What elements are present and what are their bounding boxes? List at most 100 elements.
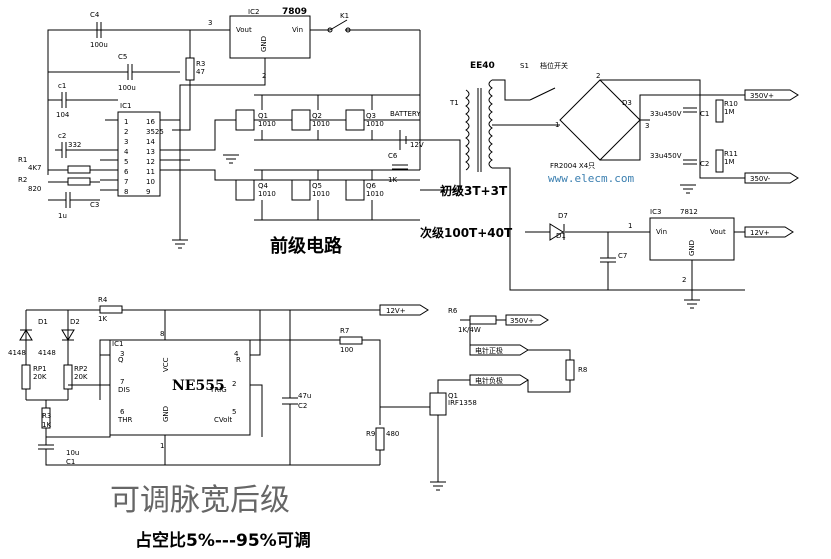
rp-wires <box>26 384 110 408</box>
ground-icon-3 <box>680 184 696 194</box>
ic2-vout: Vout <box>236 26 252 34</box>
d1-label: D1 <box>556 232 566 240</box>
r4-label: R4 <box>98 296 108 304</box>
ic1-pin12: 12 <box>146 158 155 166</box>
ic2-regulator <box>229 15 311 59</box>
d2s-diode <box>61 329 75 341</box>
s1-switch[interactable] <box>529 87 556 101</box>
rp1-potentiometer[interactable] <box>21 364 31 390</box>
ic1-pin10: 10 <box>146 178 155 186</box>
q1s-value: IRF1358 <box>448 399 477 407</box>
bridge-pin3: 3 <box>645 122 649 130</box>
r11-resistor <box>715 149 724 173</box>
k1-label: K1 <box>340 12 349 20</box>
q6-label: Q6 <box>366 182 377 190</box>
rp2-label: RP2 <box>74 365 88 373</box>
ne555-label: NE555 <box>172 378 225 394</box>
c1s-value: 10u <box>66 449 79 457</box>
ic2-label: IC2 <box>248 8 259 16</box>
ic2-pin3: 3 <box>208 19 212 27</box>
d1s-diode <box>19 329 33 341</box>
ic1-pin14: 14 <box>146 138 155 146</box>
battery-label: BATTERY <box>390 110 421 118</box>
r7-label: R7 <box>340 327 349 335</box>
r9-label: R9 <box>366 430 375 438</box>
t1-label: T1 <box>449 99 459 107</box>
r2-value: 820 <box>28 185 41 193</box>
ic1-pin3: 3 <box>124 138 128 146</box>
secondary-turns: 次级100T+40T <box>420 225 513 240</box>
ic3-wires <box>691 231 745 300</box>
ne555-pin3: 3 <box>120 350 124 358</box>
r7-wire <box>362 339 381 425</box>
ne555-q: Q <box>118 356 124 364</box>
r3s-value: 1K <box>42 421 51 429</box>
k1-contact-b <box>345 27 351 33</box>
k1-switch[interactable] <box>329 19 348 31</box>
rp2-potentiometer[interactable] <box>63 364 73 390</box>
bridge-pin1: 1 <box>555 121 559 129</box>
d2s-label: D2 <box>70 318 80 326</box>
c6-value: 1K <box>388 176 397 184</box>
r10-resistor <box>715 99 724 123</box>
r2-label: R2 <box>18 176 27 184</box>
s1-desc: 档位开关 <box>540 61 568 70</box>
ic1-pin1: 1 <box>124 118 128 126</box>
ne555-vcc: VCC <box>162 357 170 372</box>
s1-label: S1 <box>520 62 529 70</box>
r1-value: 4K7 <box>28 164 42 172</box>
d1s-value: 4148 <box>8 349 26 357</box>
title-front-stage: 前级电路 <box>270 235 343 257</box>
q3-part: 1010 <box>366 120 384 128</box>
pin-negative-label: 电针负极 <box>475 376 503 385</box>
q5-label: Q5 <box>312 182 322 190</box>
ground-icon-5 <box>430 481 446 491</box>
ic1-pin5: 5 <box>124 158 128 166</box>
top-rail <box>47 29 230 175</box>
q2-label: Q2 <box>312 112 322 120</box>
q1s-label: Q1 <box>448 392 458 400</box>
ne555-pin6: 6 <box>120 408 125 416</box>
mosfet-bank-bottom <box>235 169 420 221</box>
ic1-pin4: 4 <box>124 148 129 156</box>
q3-label: Q3 <box>366 112 376 120</box>
c2s-label: C2 <box>298 402 307 410</box>
bridge-wires <box>600 79 745 179</box>
d3-label: D3 <box>622 99 632 107</box>
r9-wires <box>379 406 430 465</box>
ne555-pin8: 8 <box>160 330 164 338</box>
r1-r2-wires <box>48 169 100 183</box>
ic2-gnd: GND <box>260 36 268 52</box>
secondary-bottom-wire <box>492 167 745 291</box>
bridge-rectifier <box>559 79 641 161</box>
c1b-value: 33u450V <box>650 110 682 118</box>
c3-label: C3 <box>90 201 99 209</box>
r6-resistor <box>469 315 497 325</box>
c4-value: 100u <box>90 41 108 49</box>
r6-value: 1K/4W <box>458 326 481 334</box>
c2-value: 332 <box>68 141 81 149</box>
r3-value: 47 <box>196 68 205 76</box>
ic3-vin: Vin <box>656 228 667 236</box>
r8-label: R8 <box>578 366 587 374</box>
r8-resistor <box>565 359 575 381</box>
q4-part: 1010 <box>258 190 276 198</box>
q1s-mosfet <box>429 392 447 416</box>
ic1-pin2: 2 <box>124 128 128 136</box>
q6-part: 1010 <box>366 190 384 198</box>
r10-value: 1M <box>724 108 735 116</box>
r3s-wires <box>45 420 111 445</box>
ic1-input-wires <box>100 119 118 191</box>
secondary-coil <box>488 79 493 169</box>
d7-label: D7 <box>558 212 568 220</box>
pin-negative-tag <box>469 374 529 386</box>
ic1-pwm-controller <box>117 111 161 197</box>
c6-label: C6 <box>388 152 398 160</box>
q4-label: Q4 <box>258 182 269 190</box>
hv-neg-tag <box>744 172 799 184</box>
pin-wires <box>527 349 571 393</box>
r6-label: R6 <box>448 307 458 315</box>
pin-positive-label: 电针正极 <box>475 346 503 355</box>
r7-value: 100 <box>340 346 353 354</box>
ne555-pin4: 4 <box>234 350 239 358</box>
